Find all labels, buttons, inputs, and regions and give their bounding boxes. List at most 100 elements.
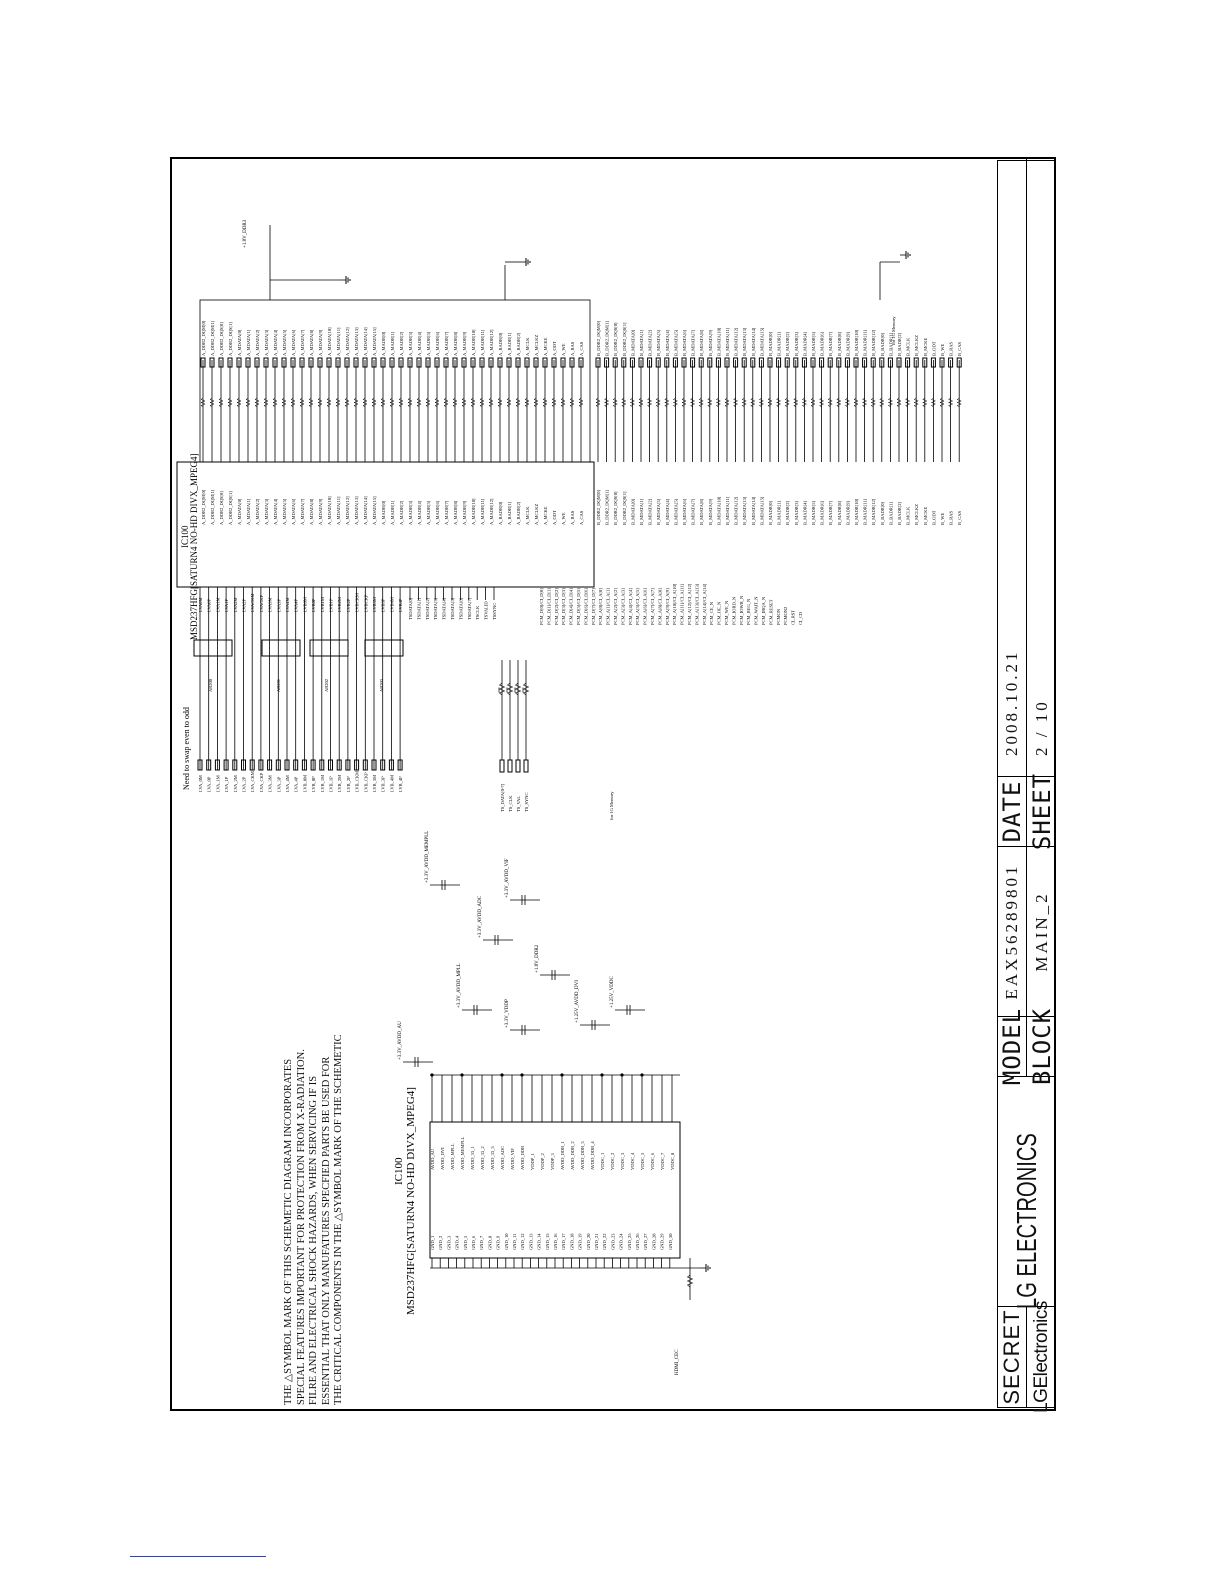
resistor-icon (263, 397, 269, 408)
ddr-b-net-label: B_MADR[11] (863, 329, 868, 356)
ddr-a-net-label: A_MDATA[8] (309, 329, 314, 356)
secret-cell: SECRET LGElectronics (998, 1301, 1056, 1413)
ddr-b-net-label: B_MDATA[8] (699, 329, 704, 356)
resistor-icon (879, 397, 885, 408)
ddr-b-pin-label: B_MDATA[15] (759, 496, 764, 525)
ddr-b-pin-label: B_MADR[2] (785, 500, 790, 525)
ddr-b-port (741, 357, 747, 368)
resistor-icon (218, 397, 224, 408)
ddr-a-port (407, 357, 413, 368)
ddr-a-net-label: A_MADR[10] (471, 329, 476, 356)
ddr-b-port (862, 357, 868, 368)
block-label: BLOCK (1027, 1007, 1056, 1086)
ddr-b-pin-label: B_BADR[1] (888, 501, 893, 525)
ddr-b-port (801, 357, 807, 368)
ddr-b-pin-label: B_MADR[1] (777, 500, 782, 525)
pcm-pin-label: PCM_D[4]/CI_D[4] (569, 588, 574, 625)
ddr-a-pin-label: A_MADR[5] (426, 500, 431, 525)
resistor-icon (603, 397, 610, 408)
lvds-port (388, 759, 394, 771)
lvds-pin-label: LVBCKP (363, 594, 368, 612)
ddr-a-port (218, 357, 224, 368)
pcm-pin-label: PCM_A[6]/CI_A[6] (643, 588, 648, 625)
resistor-icon (595, 397, 601, 408)
lvds-port (371, 759, 377, 771)
ddr-b-net-label: B_MDATA[4] (665, 329, 670, 356)
ddr-b-net-label: B_MDATA[11] (725, 327, 730, 356)
ddr-a-net-label: A_MDATA[3] (264, 329, 269, 356)
notice-line: SPECIAL FEATURES IMPORTANT FOR PROTECTIO… (295, 1049, 307, 1405)
gnd-pin-label: GND_22 (602, 1234, 607, 1251)
ddr-b-pin-label: B_MCKE (923, 506, 928, 525)
ddr-a-net-label: A_WE (561, 343, 566, 356)
ddr-a-net-label: A_MADR[3] (408, 331, 413, 356)
model-value: EAX56289801 (1002, 863, 1021, 1000)
ddr-b-net-label: B_MDATA[6] (682, 329, 687, 356)
pcm-pin-label: PCM_A[1]/CI_A[1] (606, 588, 611, 625)
resistor-icon (533, 397, 539, 408)
ddr-b-port (853, 357, 859, 368)
power-pin-label: VDDP_3 (550, 1152, 555, 1170)
pcm-pin-label: PCM_CE_N (709, 601, 714, 625)
ddr-a-port (479, 357, 485, 368)
resistor-icon (578, 397, 584, 408)
gnd-pin-label: GND_11 (512, 1234, 517, 1250)
resistor-icon (569, 397, 575, 408)
ddr-b-net-label: B_DDR2_DQS[0] (613, 322, 618, 356)
resistor-icon (308, 397, 314, 408)
ddr-b-pin-label: B_DDR2_DQM[1] (605, 489, 610, 525)
ddr-a-port (236, 357, 242, 368)
ddr-a-net-label: A_CAS (579, 341, 584, 356)
logo-cell: LG ELECTRONICS (998, 1077, 1056, 1311)
power-pin-label: AVDD_DDR_3 (580, 1141, 585, 1170)
junction-dot (520, 1073, 524, 1077)
ddr-b-net-label: B_MADR[4] (802, 331, 807, 356)
lvds-pin-label: LVA2P (242, 598, 247, 612)
resistor-icon (371, 397, 377, 408)
resistor-icon (380, 397, 386, 408)
ddr-a-port (425, 357, 431, 368)
resistor-icon (664, 397, 670, 408)
ddr-a-port (254, 357, 260, 368)
ddr-a-pin-label: A_MDATA[4] (273, 498, 278, 525)
pcm-pin-label: PCM_A[9]/CI_A[9] (665, 588, 670, 625)
resistor-icon (844, 397, 851, 408)
resistor-icon (434, 397, 440, 408)
resistor-icon (551, 397, 557, 408)
lvds-port (301, 759, 307, 771)
gnd-pin-label: GND_29 (660, 1233, 665, 1250)
resistor-icon (887, 397, 894, 408)
model-label-cell: MODEL BLOCK (998, 1008, 1056, 1085)
resistor-icon (629, 397, 636, 408)
resistor-icon (836, 397, 842, 408)
resistor-icon (758, 397, 765, 408)
ddr-a-port (209, 357, 215, 368)
ddr-b-port (930, 357, 936, 368)
gnd-pin-label: GND_3 (446, 1235, 451, 1250)
gnd-pin-label: GND_18 (569, 1233, 574, 1250)
block-value: MAIN_2 (1031, 891, 1051, 972)
pcm-pin-label: PCM_A[2]/CI_A[2] (613, 588, 618, 625)
ddr-a-net-label: A_MDATA[4] (273, 329, 278, 356)
ddr-a-port (389, 357, 395, 368)
ts-port (523, 759, 529, 773)
resistor-icon (281, 397, 287, 408)
ddr-b-net-label: B_MADR[5] (811, 331, 816, 356)
ddr-b-pin-label: B_MCLKZ (914, 504, 919, 525)
gnd-pin-label: GND_17 (561, 1233, 566, 1250)
pcm-pin-label: PCM_A[0]/CI_A[0] (598, 588, 603, 625)
resistor-icon (870, 397, 876, 408)
pcm-pin-label: PCM_IRQA_N (761, 596, 766, 625)
lvds-net-label: LVA_CKP (259, 772, 264, 792)
ddr-a-net-label: A_MADR[4] (417, 331, 422, 356)
ddr-b-pin-label: B_MDATA[1] (639, 498, 644, 525)
ddr-a-pin-label: A_MDATA[5] (282, 498, 287, 525)
ddr-b-net-label: B_MCKE (923, 337, 928, 356)
ddr-b-net-label: B_MADR[0] (768, 331, 773, 356)
power-pin-label: VDDC_7 (660, 1152, 665, 1170)
ddr-b-port (595, 357, 601, 368)
lvds-pin-label: LVB3M (372, 597, 377, 612)
resistor-icon (810, 397, 816, 408)
pcm-pin-label: PCM_IORD_N (731, 596, 736, 625)
ddr-b-net-label: B_MDATA[15] (759, 327, 764, 356)
